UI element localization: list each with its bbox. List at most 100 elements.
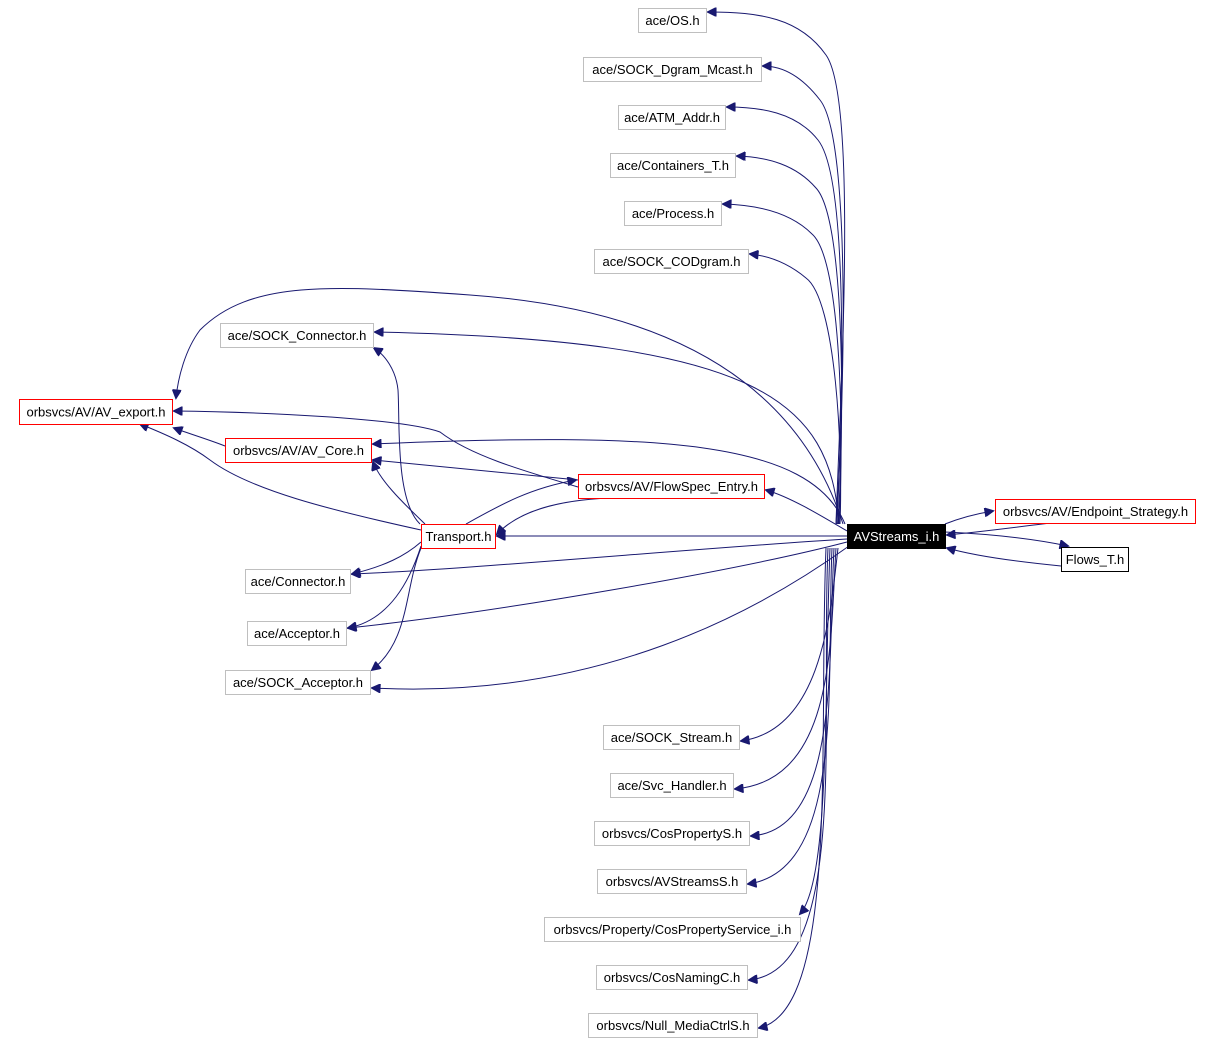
node-null-mediactrls[interactable]: orbsvcs/Null_MediaCtrlS.h [588, 1013, 758, 1038]
edge-flowspec-entry-to-av-export [174, 411, 579, 488]
node-label-cospropertys: orbsvcs/CosPropertyS.h [602, 826, 742, 841]
node-containers-t[interactable]: ace/Containers_T.h [610, 153, 736, 178]
node-flowspec-entry[interactable]: orbsvcs/AV/FlowSpec_Entry.h [578, 474, 765, 499]
node-connector[interactable]: ace/Connector.h [245, 569, 351, 594]
edge-avstreams-i-to-cospropertyservice-i [800, 547, 831, 914]
edge-avstreams-i-to-containers-t [737, 156, 843, 525]
node-label-connector: ace/Connector.h [251, 574, 346, 589]
node-box-acceptor [247, 621, 347, 646]
node-label-null-mediactrls: orbsvcs/Null_MediaCtrlS.h [596, 1018, 749, 1033]
edge-avstreams-i-to-avstreamss [748, 547, 833, 884]
node-box-avstreamss [597, 869, 747, 894]
node-label-svc-handler: ace/Svc_Handler.h [617, 778, 726, 793]
edge-avstreams-i-to-flowspec-entry [766, 490, 848, 532]
node-transport[interactable]: Transport.h [421, 524, 496, 549]
node-label-av-export: orbsvcs/AV/AV_export.h [27, 405, 166, 420]
node-label-av-core: orbsvcs/AV/AV_Core.h [233, 443, 364, 458]
node-sock-stream[interactable]: ace/SOCK_Stream.h [603, 725, 740, 750]
node-label-sock-stream: ace/SOCK_Stream.h [611, 730, 732, 745]
node-sock-codgram[interactable]: ace/SOCK_CODgram.h [594, 249, 749, 274]
node-box-sock-acceptor [225, 670, 371, 695]
node-label-process: ace/Process.h [632, 206, 714, 221]
edge-avstreams-i-to-atm-addr [727, 107, 843, 525]
edge-avstreams-i-to-cosnamingc [749, 547, 829, 980]
node-label-flows-t: Flows_T.h [1066, 552, 1125, 567]
node-endpoint-strategy[interactable]: orbsvcs/AV/Endpoint_Strategy.h [995, 499, 1196, 524]
edge-avstreams-i-to-sock-codgram [750, 254, 842, 525]
node-cosnamingc[interactable]: orbsvcs/CosNamingC.h [596, 965, 748, 990]
node-process[interactable]: ace/Process.h [624, 201, 722, 226]
node-sock-connector[interactable]: ace/SOCK_Connector.h [220, 323, 374, 348]
node-label-sock-dgram-mcast: ace/SOCK_Dgram_Mcast.h [592, 62, 752, 77]
node-box-cospropertys [594, 821, 750, 846]
node-box-process [624, 201, 722, 226]
node-box-flows-t [1061, 547, 1129, 572]
edge-avstreams-i-to-endpoint-strategy [944, 511, 993, 525]
edge-avstreams-i-to-acceptor [348, 541, 848, 628]
node-box-atm-addr [618, 105, 726, 130]
node-label-avstreams-i: AVStreams_i.h [854, 529, 940, 544]
edge-transport-to-sock-acceptor [372, 547, 422, 670]
node-box-svc-handler [610, 773, 734, 798]
node-label-sock-connector: ace/SOCK_Connector.h [228, 328, 367, 343]
edge-avstreams-i-to-cospropertys [751, 547, 835, 836]
node-label-avstreamss: orbsvcs/AVStreamsS.h [606, 874, 739, 889]
node-label-containers-t: ace/Containers_T.h [617, 158, 729, 173]
node-box-sock-connector [220, 323, 374, 348]
nodes-layer: AVStreams_i.h orbsvcs/AV/Endpoint_Strateg… [19, 8, 1196, 1038]
node-box-sock-stream [603, 725, 740, 750]
node-atm-addr[interactable]: ace/ATM_Addr.h [618, 105, 726, 130]
node-cospropertyservice-i[interactable]: orbsvcs/Property/CosPropertyService_i.h [544, 917, 801, 942]
node-sock-dgram-mcast[interactable]: ace/SOCK_Dgram_Mcast.h [583, 57, 762, 82]
edge-avstreams-i-to-flows-t [944, 531, 1068, 546]
node-box-sock-dgram-mcast [583, 57, 762, 82]
node-cospropertys[interactable]: orbsvcs/CosPropertyS.h [594, 821, 750, 846]
node-label-cosnamingc: orbsvcs/CosNamingC.h [604, 970, 741, 985]
edge-avstreams-i-to-connector [352, 538, 848, 574]
node-box-sock-codgram [594, 249, 749, 274]
edge-avstreams-i-to-sock-dgram-mcast [763, 66, 844, 525]
edge-transport-to-av-export [140, 424, 422, 531]
edge-transport-to-acceptor [348, 545, 422, 628]
node-av-core[interactable]: orbsvcs/AV/AV_Core.h [225, 438, 372, 463]
node-label-flowspec-entry: orbsvcs/AV/FlowSpec_Entry.h [585, 479, 758, 494]
node-label-sock-acceptor: ace/SOCK_Acceptor.h [233, 675, 363, 690]
node-avstreams-i[interactable]: AVStreams_i.h [847, 524, 946, 549]
node-box-containers-t [610, 153, 736, 178]
node-label-sock-codgram: ace/SOCK_CODgram.h [603, 254, 741, 269]
node-avstreamss[interactable]: orbsvcs/AVStreamsS.h [597, 869, 747, 894]
node-flows-t[interactable]: Flows_T.h [1061, 547, 1129, 572]
node-ace-os[interactable]: ace/OS.h [638, 8, 707, 33]
node-box-connector [245, 569, 351, 594]
node-av-export[interactable]: orbsvcs/AV/AV_export.h [19, 399, 173, 425]
node-box-endpoint-strategy [995, 499, 1196, 524]
node-box-flowspec-entry [578, 474, 765, 499]
node-sock-acceptor[interactable]: ace/SOCK_Acceptor.h [225, 670, 371, 695]
node-label-cospropertyservice-i: orbsvcs/Property/CosPropertyService_i.h [554, 922, 792, 937]
edge-avstreams-i-to-av-core [373, 439, 846, 525]
edge-av-core-to-av-export [174, 428, 226, 447]
edge-avstreams-i-to-process [723, 204, 842, 525]
node-label-atm-addr: ace/ATM_Addr.h [624, 110, 720, 125]
edge-flows-t-to-avstreams-i [947, 548, 1062, 567]
edge-endpoint-strategy-to-avstreams-i [947, 522, 1051, 535]
node-acceptor[interactable]: ace/Acceptor.h [247, 621, 347, 646]
edge-transport-to-flowspec-entry [465, 480, 576, 525]
edge-avstreams-i-to-svc-handler [735, 547, 837, 789]
node-label-ace-os: ace/OS.h [645, 13, 699, 28]
edges-layer [140, 12, 1068, 1028]
node-box-null-mediactrls [588, 1013, 758, 1038]
node-box-av-core [225, 438, 372, 463]
node-svc-handler[interactable]: ace/Svc_Handler.h [610, 773, 734, 798]
edge-flowspec-entry-to-transport [497, 497, 611, 534]
edge-avstreams-i-to-sock-acceptor [372, 545, 850, 689]
edge-transport-to-av-core [373, 462, 426, 525]
node-box-cospropertyservice-i [544, 917, 801, 942]
node-box-av-export [19, 399, 173, 425]
edge-flowspec-entry-to-av-core [373, 460, 579, 481]
edge-avstreams-i-to-null-mediactrls [759, 547, 827, 1028]
edge-transport-to-sock-connector [374, 348, 421, 525]
node-label-acceptor: ace/Acceptor.h [254, 626, 340, 641]
node-box-transport [421, 524, 496, 549]
